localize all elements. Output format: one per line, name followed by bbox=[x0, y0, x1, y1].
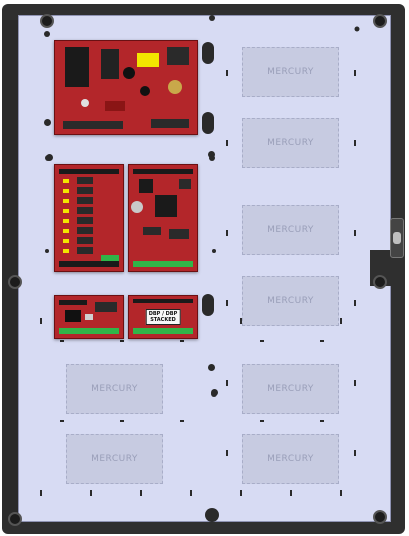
mercury-slot: MERCURY bbox=[242, 276, 339, 326]
interface-board[interactable] bbox=[54, 295, 124, 339]
controller-board[interactable] bbox=[128, 164, 198, 272]
controller-board-components bbox=[131, 169, 193, 267]
latch-knob-icon bbox=[393, 232, 401, 244]
mercury-slot: MERCURY bbox=[242, 47, 339, 97]
dbp-board-components bbox=[133, 299, 193, 334]
mounting-slot bbox=[202, 294, 214, 316]
mercury-slot-label: MERCURY bbox=[267, 225, 314, 235]
dbp-board-label: DBP / DBP STACKED bbox=[145, 309, 181, 325]
screw-icon bbox=[373, 14, 387, 28]
screw-icon bbox=[373, 275, 387, 289]
mounting-hole bbox=[208, 151, 215, 158]
mounting-slot bbox=[202, 42, 214, 64]
relay-board-components bbox=[59, 169, 119, 267]
mercury-slot-label: MERCURY bbox=[267, 454, 314, 464]
mercury-slot: MERCURY bbox=[242, 118, 339, 168]
door-latch[interactable] bbox=[390, 218, 404, 258]
mercury-slot-label: MERCURY bbox=[267, 67, 314, 77]
mercury-slot: MERCURY bbox=[242, 205, 339, 255]
mercury-slot: MERCURY bbox=[66, 364, 163, 414]
power-supply-components bbox=[63, 47, 189, 129]
mercury-slot-label: MERCURY bbox=[267, 384, 314, 394]
mercury-slot: MERCURY bbox=[66, 434, 163, 484]
dbp-board[interactable]: DBP / DBP STACKED bbox=[128, 295, 198, 339]
mounting-hole bbox=[44, 119, 51, 126]
mercury-slot: MERCURY bbox=[242, 434, 339, 484]
dbp-label-line1: DBP / DBP bbox=[148, 311, 178, 317]
mercury-slot-label: MERCURY bbox=[267, 138, 314, 148]
screw-icon bbox=[8, 275, 22, 289]
screw-icon bbox=[373, 510, 387, 524]
mercury-slot: MERCURY bbox=[242, 364, 339, 414]
screw-icon bbox=[8, 512, 22, 526]
enclosure-door-hinge-rail bbox=[2, 20, 18, 520]
power-supply-board[interactable] bbox=[54, 40, 198, 135]
mercury-slot-label: MERCURY bbox=[91, 384, 138, 394]
interface-board-components bbox=[59, 300, 119, 334]
dbp-label-line2: STACKED bbox=[150, 317, 176, 323]
screw-icon bbox=[40, 14, 54, 28]
mounting-hole bbox=[208, 364, 215, 371]
input-output-relay-board[interactable] bbox=[54, 164, 124, 272]
mounting-slot bbox=[202, 112, 214, 134]
mercury-slot-label: MERCURY bbox=[267, 296, 314, 306]
mercury-slot-label: MERCURY bbox=[91, 454, 138, 464]
